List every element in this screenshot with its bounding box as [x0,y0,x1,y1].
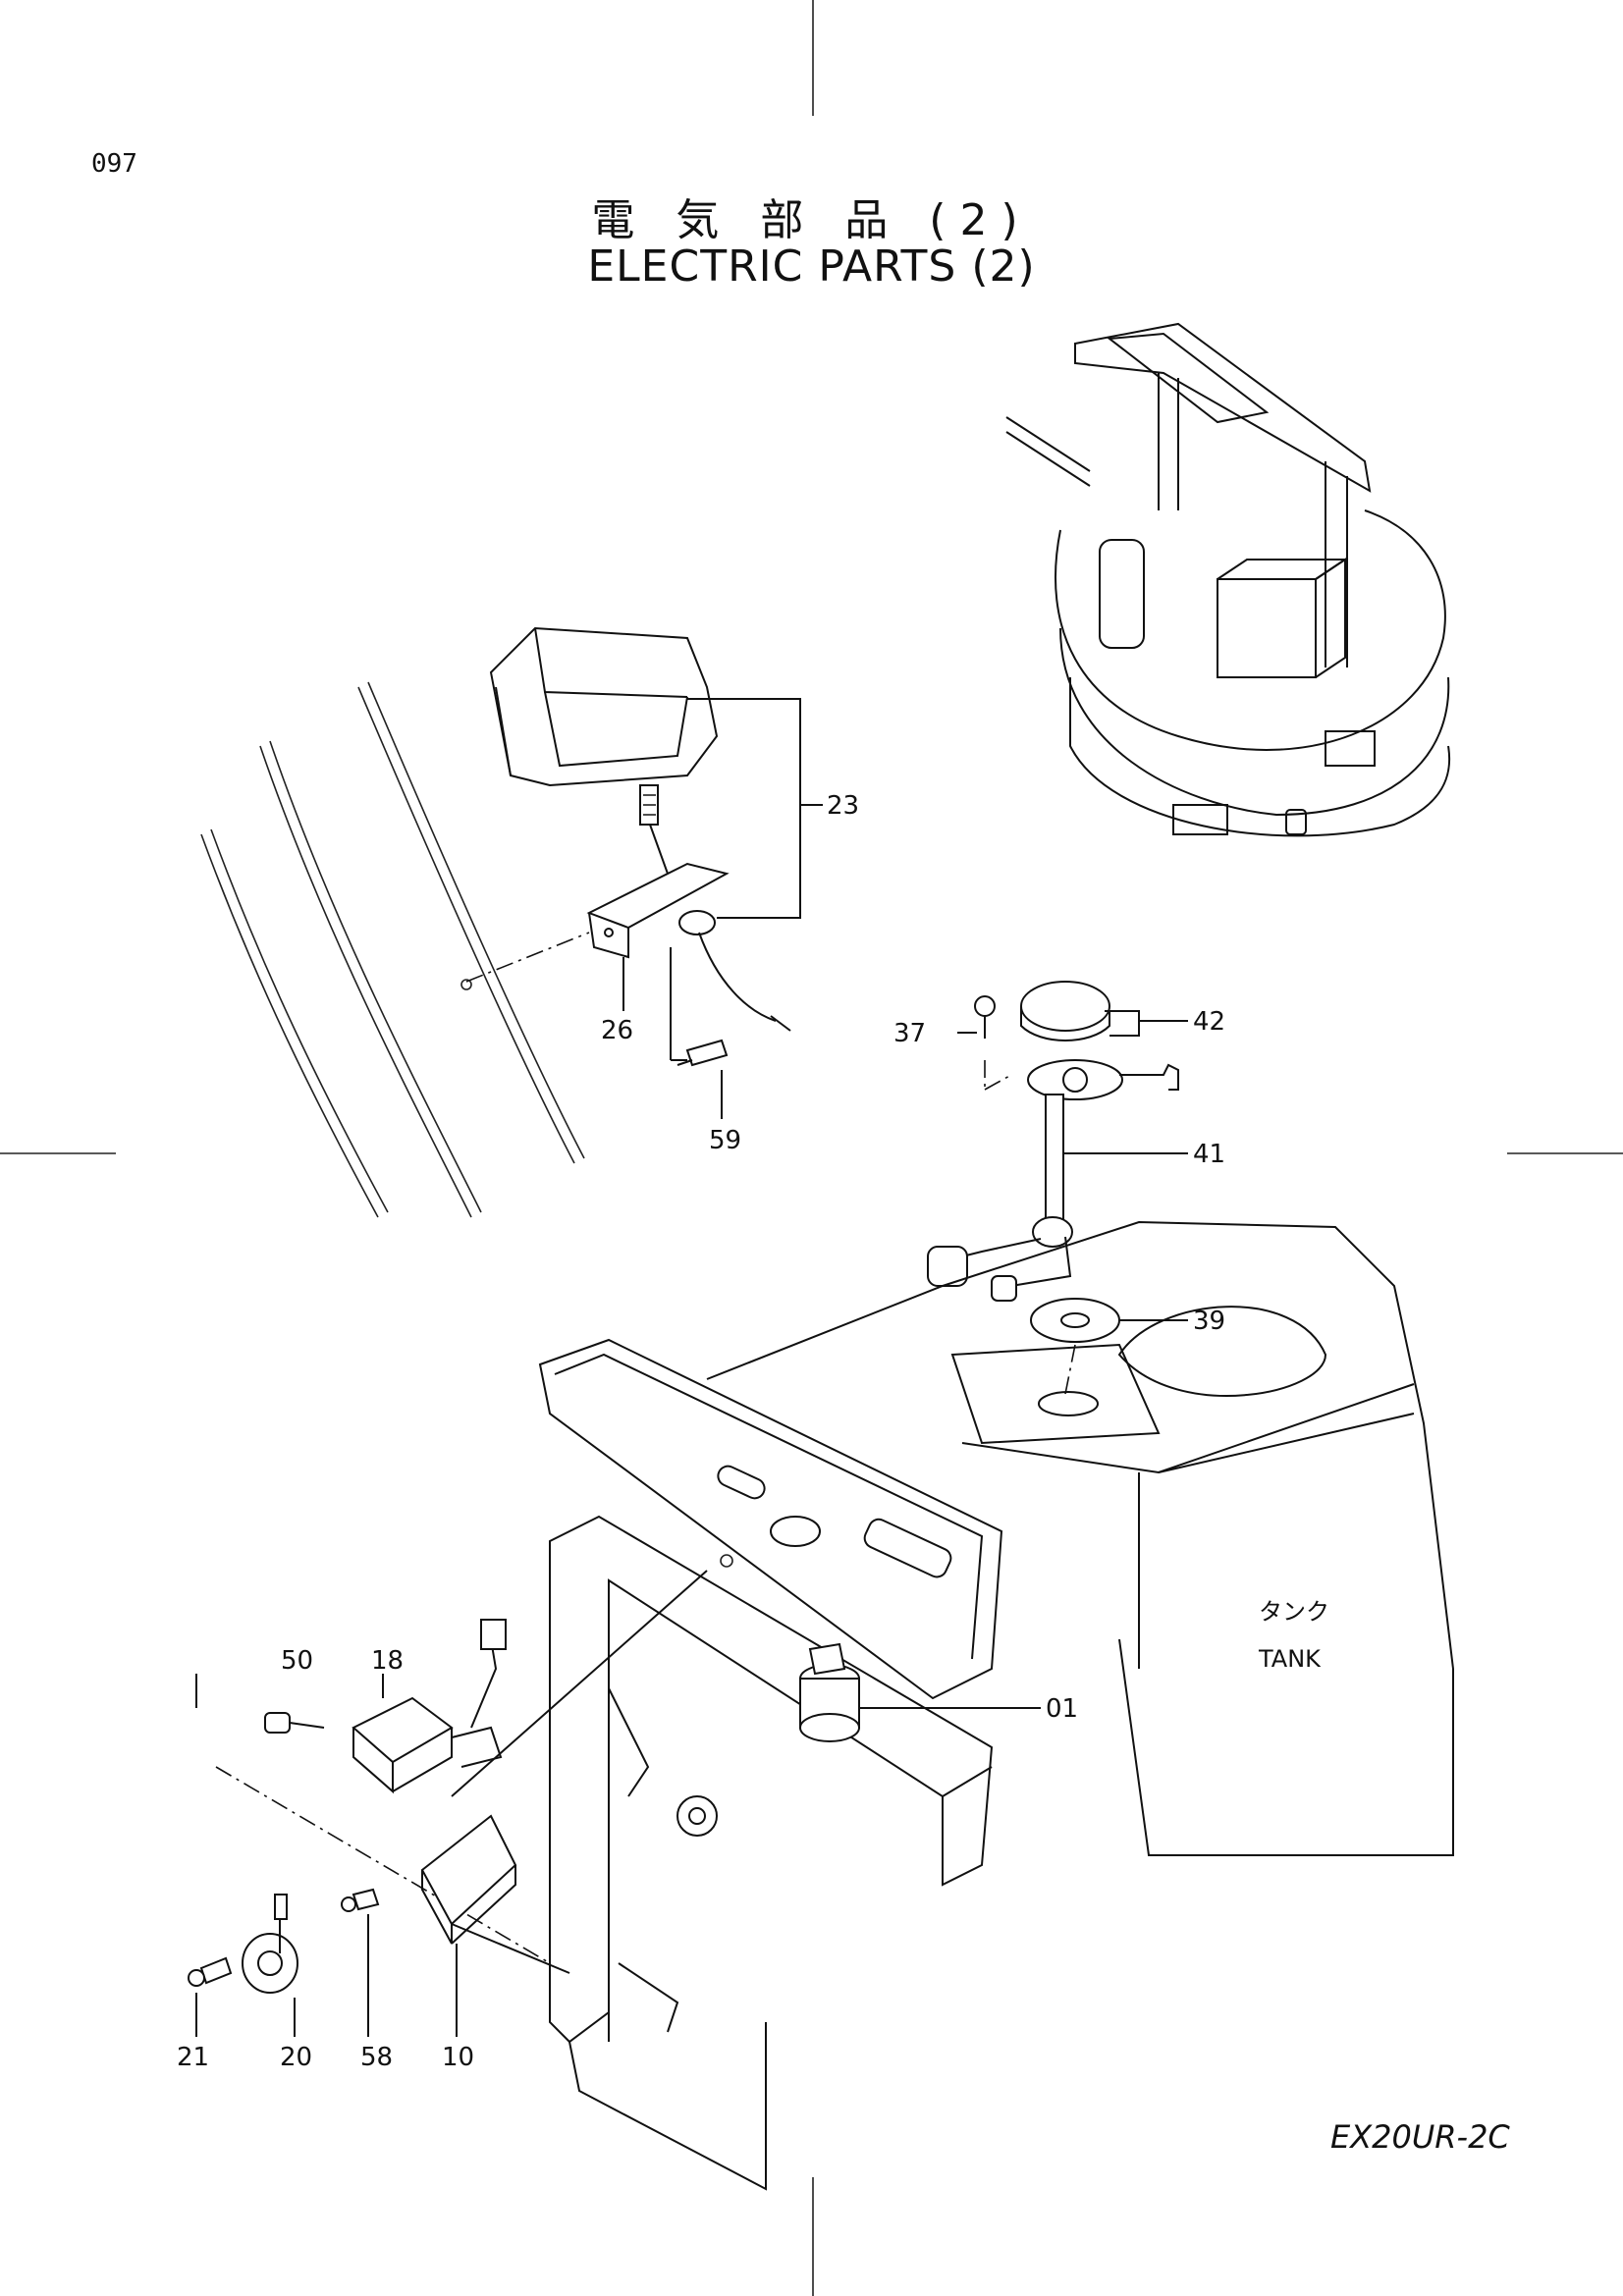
machine-overview-illustration [1005,322,1451,837]
small-electric-parts [188,1554,733,2037]
callout-50: 50 [281,1646,313,1676]
dash-panel-frame [538,1338,1003,2191]
callout-01: 01 [1046,1694,1078,1724]
callout-23: 23 [827,791,859,821]
callout-10: 10 [442,2043,474,2072]
callout-labels: 23 26 59 37 42 41 39 50 18 01 21 20 58 1… [177,791,1329,2072]
model-code: EX20UR-2C [1330,2118,1510,2156]
work-light-assembly [460,626,823,1119]
callout-39: 39 [1193,1307,1225,1336]
tank-label-english: TANK [1258,1645,1322,1673]
callout-42: 42 [1193,1007,1225,1037]
callout-20: 20 [280,2043,312,2072]
callout-59: 59 [709,1126,741,1155]
callout-58: 58 [360,2043,393,2072]
tank-label-japanese: タンク [1259,1598,1329,1626]
fuel-sender-assembly [927,981,1188,1395]
callout-37: 37 [893,1019,926,1048]
callout-18: 18 [371,1646,404,1676]
page-title-japanese: 電 気 部 品 (2) [591,195,1032,245]
page-title-english: ELECTRIC PARTS (2) [587,241,1036,292]
cab-window-outline [200,681,585,1218]
callout-41: 41 [1193,1140,1225,1169]
fuel-tank-illustration [706,1220,1454,1856]
callout-21: 21 [177,2043,209,2072]
callout-26: 26 [601,1016,633,1045]
page-number: 097 [91,149,137,179]
key-switch-part [799,1642,1041,1742]
